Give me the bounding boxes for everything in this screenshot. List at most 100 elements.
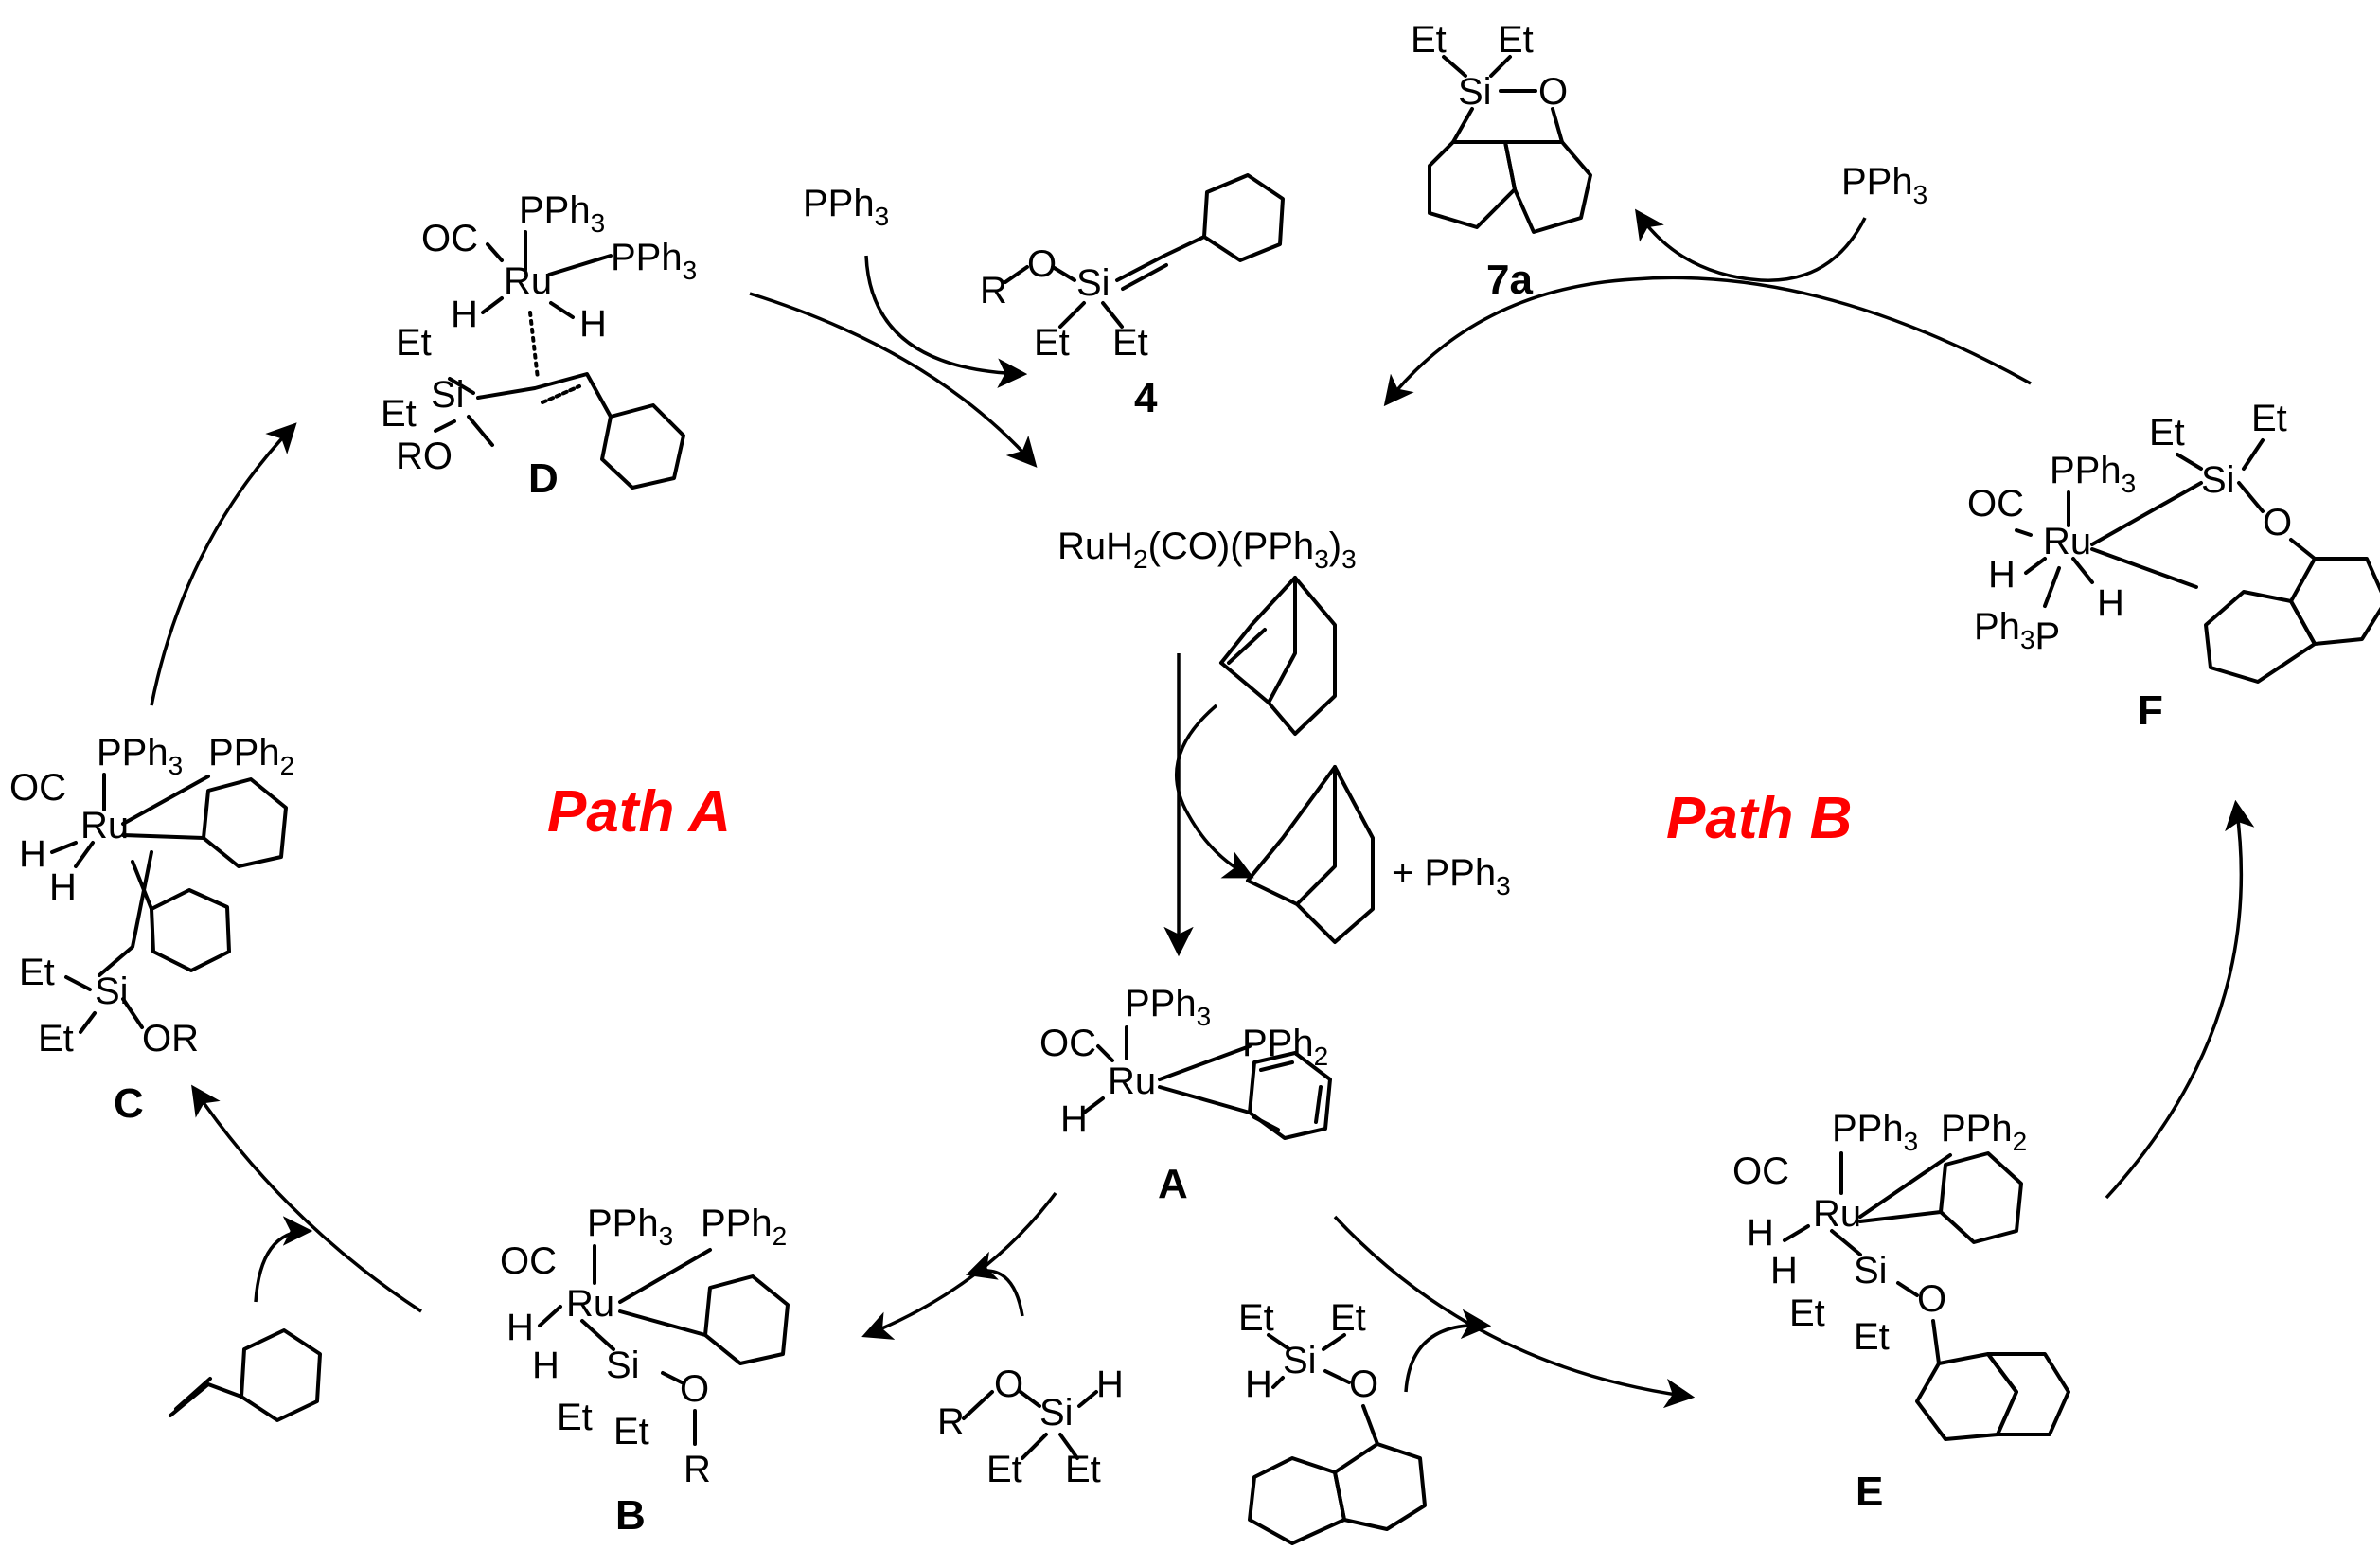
svg-text:PPh3: PPh3 xyxy=(97,732,183,780)
svg-text:Et: Et xyxy=(396,322,432,364)
svg-text:Ph3P: Ph3P xyxy=(1974,606,2060,657)
svg-text:Et: Et xyxy=(1330,1297,1366,1339)
svg-text:Si: Si xyxy=(1076,262,1110,304)
complex-f: Et Et Si O PPh3 OC Ru H H Ph3P xyxy=(1967,398,2380,684)
svg-text:H: H xyxy=(49,866,77,908)
svg-text:OC: OC xyxy=(1967,483,2024,525)
svg-text:Et: Et xyxy=(1411,19,1447,61)
svg-text:Si: Si xyxy=(1039,1392,1074,1434)
svg-text:Ru: Ru xyxy=(80,805,129,846)
svg-text:O: O xyxy=(1349,1363,1378,1405)
svg-text:O: O xyxy=(1917,1278,1946,1320)
svg-text:Ru: Ru xyxy=(504,260,552,302)
label-4: 4 xyxy=(1134,375,1158,421)
svg-text:Et: Et xyxy=(19,952,55,993)
svg-text:H: H xyxy=(451,294,478,335)
styrene xyxy=(169,1328,322,1422)
svg-text:H: H xyxy=(1245,1363,1272,1405)
svg-text:Et: Et xyxy=(38,1018,74,1060)
svg-text:PPh3: PPh3 xyxy=(2050,450,2136,498)
svg-text:Et: Et xyxy=(1238,1297,1274,1339)
svg-text:PPh3: PPh3 xyxy=(1125,983,1211,1031)
svg-text:Et: Et xyxy=(381,393,417,435)
svg-text:O: O xyxy=(994,1363,1023,1405)
svg-text:H: H xyxy=(2097,582,2124,624)
svg-text:OR: OR xyxy=(142,1018,199,1060)
cycle-arrows xyxy=(150,208,2255,1409)
pph3-top-left: PPh3 xyxy=(803,183,889,231)
silyl-ether-reagent: Et Et Si H O xyxy=(1238,1297,1427,1545)
plus-pph3: + PPh3 xyxy=(1392,852,1511,900)
svg-text:PPh3: PPh3 xyxy=(587,1203,673,1251)
svg-text:PPh3: PPh3 xyxy=(1832,1108,1918,1156)
label-f: F xyxy=(2138,687,2163,734)
svg-text:Si: Si xyxy=(606,1345,640,1386)
svg-text:O: O xyxy=(1538,71,1568,113)
svg-text:Et: Et xyxy=(1854,1316,1890,1358)
svg-text:Si: Si xyxy=(1854,1250,1888,1292)
svg-text:H: H xyxy=(532,1345,559,1386)
arrow-a-to-b xyxy=(861,1191,1057,1340)
svg-text:OC: OC xyxy=(1039,1023,1096,1064)
arrow-d-to-catalyst xyxy=(749,292,1038,468)
svg-text:H: H xyxy=(19,833,46,875)
product-4: O Si R Et Et xyxy=(980,173,1285,364)
svg-text:PPh3: PPh3 xyxy=(519,189,605,238)
complex-d: PPh3 PPh3 OC Ru H H Et Si Et RO xyxy=(381,189,697,490)
svg-text:Et: Et xyxy=(1498,19,1534,61)
svg-text:Et: Et xyxy=(2251,398,2287,439)
svg-text:Ru: Ru xyxy=(1813,1193,1861,1235)
svg-text:Et: Et xyxy=(986,1449,1022,1490)
svg-text:Si: Si xyxy=(95,971,129,1012)
svg-text:H: H xyxy=(579,303,607,345)
complex-b: PPh3 PPh2 OC Ru H H Si O Et Et R xyxy=(500,1203,790,1490)
svg-text:H: H xyxy=(1096,1363,1124,1405)
svg-text:Si: Si xyxy=(2201,459,2235,501)
svg-text:Et: Et xyxy=(557,1397,593,1438)
svg-text:PPh2: PPh2 xyxy=(1941,1108,2027,1156)
svg-text:Ru: Ru xyxy=(566,1283,614,1325)
svg-text:H: H xyxy=(506,1307,534,1348)
svg-text:PPh3: PPh3 xyxy=(611,237,697,285)
svg-text:O: O xyxy=(680,1368,709,1410)
complex-c: PPh3 PPh2 OC Ru H H Et Si OR Et xyxy=(9,732,294,1060)
svg-text:R: R xyxy=(684,1449,711,1490)
svg-text:Et: Et xyxy=(1034,322,1070,364)
arrow-norbornene xyxy=(1175,704,1254,879)
svg-text:PPh2: PPh2 xyxy=(701,1203,787,1251)
label-a: A xyxy=(1158,1161,1188,1207)
svg-text:Et: Et xyxy=(1065,1449,1101,1490)
svg-text:O: O xyxy=(2263,502,2292,543)
label-e: E xyxy=(1856,1469,1883,1515)
svg-text:Si: Si xyxy=(431,374,465,416)
arrow-f-to-catalyst xyxy=(1383,276,2032,407)
svg-text:OC: OC xyxy=(1732,1150,1789,1192)
arrow-c-to-d xyxy=(150,422,297,706)
svg-text:R: R xyxy=(980,270,1007,312)
label-d: D xyxy=(528,455,559,502)
arrow-a-to-e xyxy=(1333,1215,1696,1409)
hydrosilane: O Si H R Et Et xyxy=(937,1363,1124,1490)
svg-text:H: H xyxy=(1060,1098,1088,1140)
svg-text:RO: RO xyxy=(396,436,453,477)
catalyst-formula: RuH2(CO)(PPh3)3 xyxy=(1057,526,1357,574)
svg-text:Et: Et xyxy=(1112,322,1148,364)
svg-text:Ru: Ru xyxy=(2043,521,2091,562)
norbornane xyxy=(1246,765,1375,944)
arrow-hydrosilane-in xyxy=(966,1251,1024,1317)
path-b-label: Path B xyxy=(1666,786,1852,851)
path-a-label: Path A xyxy=(547,779,731,845)
arrow-styrene-in xyxy=(254,1216,313,1303)
svg-text:R: R xyxy=(937,1401,965,1443)
arrow-b-to-c xyxy=(191,1084,422,1313)
label-7a: 7a xyxy=(1486,257,1533,303)
svg-text:Ru: Ru xyxy=(1108,1060,1156,1102)
arrow-release-7a xyxy=(1635,208,1867,282)
arrow-silyl-ether-in xyxy=(1404,1309,1492,1393)
svg-text:OC: OC xyxy=(500,1240,557,1282)
pph3-top-right: PPh3 xyxy=(1841,161,1927,209)
complex-e: PPh3 PPh2 OC Ru H H Si O Et Et xyxy=(1732,1108,2070,1441)
svg-text:H: H xyxy=(1747,1212,1774,1254)
norbornene xyxy=(1219,576,1337,736)
